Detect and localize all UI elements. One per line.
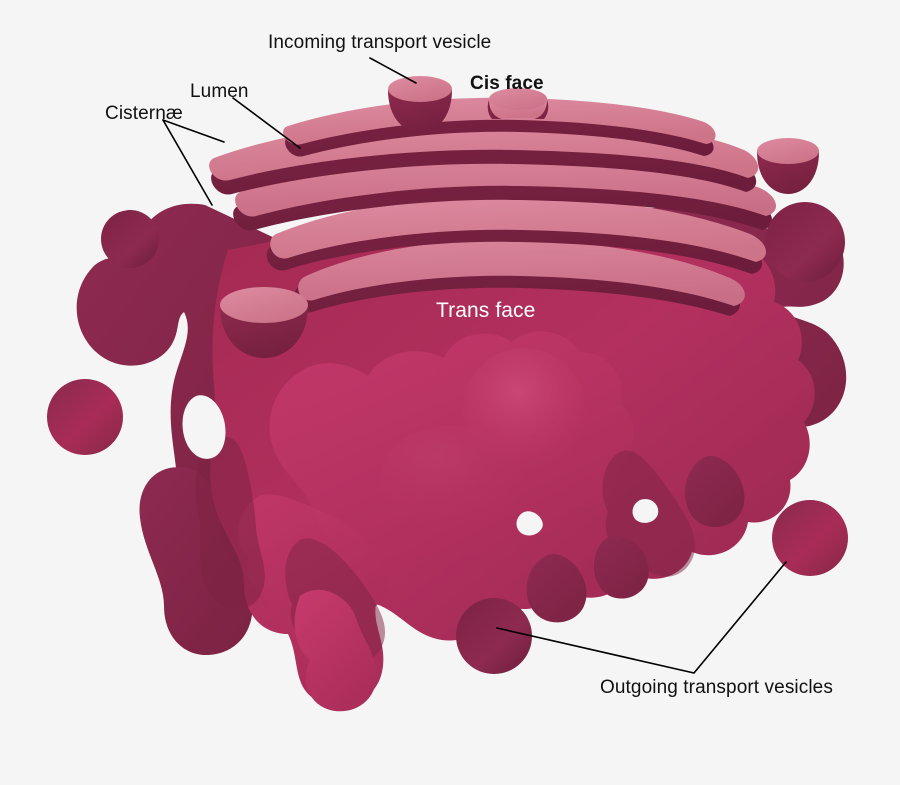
right-outgoing-vesicle	[772, 500, 848, 576]
cisternae-stack	[209, 88, 777, 316]
right-edge-vesicle	[765, 202, 845, 282]
cis-budding-shadow-left	[487, 100, 502, 119]
cisterna-5-sac	[298, 239, 745, 306]
trans-face-highlight-secondary	[380, 426, 524, 530]
leader-lines-group	[162, 57, 787, 674]
lumen-cup-vesicle	[220, 287, 308, 358]
body-bottom-drip-center	[526, 554, 587, 623]
free-vesicles-group	[47, 76, 848, 674]
body-hole-right-small-2	[632, 498, 659, 523]
label-lumen: Lumen	[190, 81, 249, 102]
incoming-vesicle-leader	[369, 57, 417, 84]
left-outer-vesicle	[47, 379, 123, 455]
right-upper-vesicle	[757, 138, 819, 194]
cis-budding-vesicle-top	[489, 88, 547, 110]
right-upper-vesicle-rim	[757, 138, 819, 164]
cisternae-leader-lower	[162, 119, 213, 206]
body-left-protrusion	[139, 467, 253, 656]
incoming-vesicle-rim	[388, 76, 452, 102]
cisterna-4-sac	[270, 195, 767, 262]
body-shadow-left	[195, 436, 265, 609]
golgi-body-group	[76, 203, 847, 712]
body-right-lower-lobe	[685, 456, 745, 528]
body-bottom-drip-right	[593, 535, 649, 599]
body-bottom-drip-left	[294, 589, 376, 712]
label-outgoing-transport-vesicles: Outgoing transport vesicles	[600, 677, 833, 698]
incoming-vesicle-bowl	[388, 90, 452, 132]
left-small-vesicle	[101, 210, 159, 268]
body-hole-right-small	[516, 511, 543, 536]
body-hole-left	[182, 395, 226, 459]
label-incoming-transport-vesicle: Incoming transport vesicle	[268, 32, 492, 53]
bottom-outgoing-vesicle	[456, 598, 532, 674]
label-cis-face: Cis face	[470, 73, 544, 94]
right-upper-vesicle-bowl	[757, 152, 819, 194]
cis-budding-shadow-right	[534, 100, 549, 119]
lumen-leader	[232, 97, 301, 149]
incoming-transport-vesicle	[388, 76, 452, 132]
cisternae-leader-upper	[162, 119, 225, 143]
outgoing-vesicles-leader	[496, 561, 787, 674]
label-cisternae: Cisternæ	[105, 103, 183, 124]
lumen-cup-rim	[220, 287, 308, 323]
label-trans-face: Trans face	[436, 299, 536, 322]
